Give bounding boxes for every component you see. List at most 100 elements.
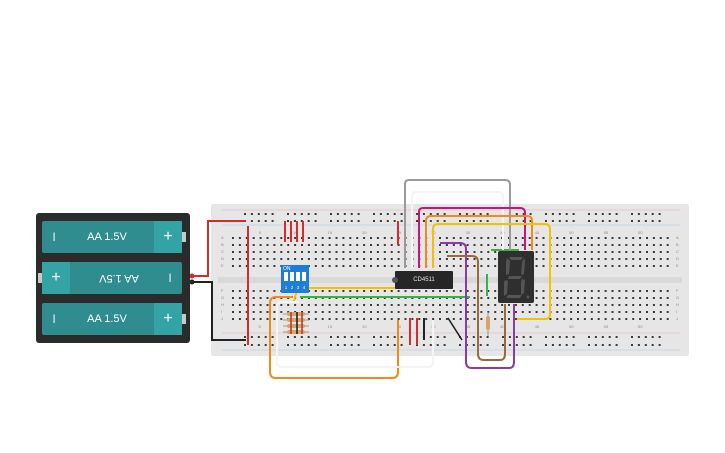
breadboard-hole[interactable]: [287, 336, 289, 338]
breadboard-hole[interactable]: [321, 304, 324, 306]
breadboard-hole[interactable]: [259, 237, 262, 239]
breadboard-hole[interactable]: [232, 311, 234, 313]
breadboard-hole[interactable]: [646, 244, 648, 246]
breadboard-hole[interactable]: [646, 258, 648, 260]
breadboard-hole[interactable]: [452, 258, 455, 260]
breadboard-hole[interactable]: [666, 251, 669, 253]
breadboard-hole[interactable]: [666, 311, 669, 313]
breadboard-hole[interactable]: [328, 304, 331, 306]
breadboard-hole[interactable]: [386, 220, 389, 222]
breadboard-hole[interactable]: [232, 318, 234, 320]
battery-cell[interactable]: I AA 1.5V +: [42, 303, 186, 335]
breadboard-hole[interactable]: [646, 304, 648, 306]
breadboard-hole[interactable]: [342, 318, 345, 320]
breadboard-hole[interactable]: [601, 336, 604, 338]
breadboard-hole[interactable]: [659, 265, 662, 267]
breadboard-hole[interactable]: [659, 304, 662, 306]
breadboard-hole[interactable]: [659, 311, 662, 313]
breadboard-hole[interactable]: [349, 258, 352, 260]
breadboard-hole[interactable]: [473, 237, 476, 239]
breadboard-hole[interactable]: [604, 251, 607, 253]
breadboard-hole[interactable]: [294, 251, 297, 253]
breadboard-hole[interactable]: [245, 258, 248, 260]
breadboard-hole[interactable]: [565, 336, 568, 338]
breadboard-hole[interactable]: [342, 244, 345, 246]
breadboard-hole[interactable]: [335, 311, 338, 313]
breadboard-hole[interactable]: [273, 311, 276, 313]
breadboard-hole[interactable]: [356, 251, 359, 253]
breadboard-hole[interactable]: [639, 237, 642, 239]
breadboard-hole[interactable]: [515, 213, 518, 215]
breadboard-hole[interactable]: [487, 251, 490, 253]
breadboard-hole[interactable]: [386, 336, 389, 338]
breadboard-hole[interactable]: [473, 290, 476, 292]
breadboard-hole[interactable]: [594, 220, 597, 222]
breadboard-hole[interactable]: [244, 336, 246, 338]
breadboard-hole[interactable]: [631, 220, 633, 222]
breadboard-hole[interactable]: [390, 304, 393, 306]
breadboard-hole[interactable]: [618, 237, 621, 239]
breadboard-hole[interactable]: [342, 237, 345, 239]
breadboard-hole[interactable]: [473, 304, 476, 306]
breadboard-hole[interactable]: [425, 311, 428, 313]
breadboard-hole[interactable]: [666, 297, 669, 299]
breadboard-hole[interactable]: [473, 258, 476, 260]
breadboard-hole[interactable]: [273, 290, 276, 292]
breadboard-hole[interactable]: [452, 251, 455, 253]
breadboard-hole[interactable]: [370, 265, 372, 267]
breadboard-hole[interactable]: [411, 304, 414, 306]
breadboard-hole[interactable]: [583, 318, 586, 320]
breadboard-hole[interactable]: [658, 213, 661, 215]
breadboard-hole[interactable]: [445, 244, 448, 246]
breadboard-hole[interactable]: [300, 344, 303, 346]
breadboard-hole[interactable]: [666, 290, 669, 292]
breadboard-hole[interactable]: [363, 258, 366, 260]
breadboard-hole[interactable]: [597, 265, 600, 267]
breadboard-hole[interactable]: [245, 297, 248, 299]
breadboard-hole[interactable]: [659, 244, 662, 246]
breadboard-hole[interactable]: [393, 344, 396, 346]
breadboard-hole[interactable]: [465, 213, 468, 215]
breadboard-hole[interactable]: [487, 265, 490, 267]
breadboard-hole[interactable]: [652, 297, 655, 299]
breadboard-hole[interactable]: [432, 290, 435, 292]
breadboard-hole[interactable]: [528, 304, 531, 306]
breadboard-hole[interactable]: [363, 290, 366, 292]
breadboard-hole[interactable]: [632, 290, 635, 292]
breadboard-hole[interactable]: [370, 244, 372, 246]
breadboard-hole[interactable]: [257, 220, 260, 222]
breadboard-hole[interactable]: [357, 336, 360, 338]
breadboard-hole[interactable]: [459, 311, 462, 313]
breadboard-hole[interactable]: [601, 344, 604, 346]
breadboard-hole[interactable]: [280, 304, 283, 306]
breadboard-hole[interactable]: [597, 304, 600, 306]
breadboard-hole[interactable]: [570, 258, 573, 260]
breadboard-hole[interactable]: [280, 318, 283, 320]
breadboard-hole[interactable]: [356, 237, 359, 239]
breadboard-hole[interactable]: [646, 297, 648, 299]
breadboard-hole[interactable]: [590, 258, 593, 260]
breadboard-hole[interactable]: [556, 251, 559, 253]
breadboard-hole[interactable]: [250, 220, 253, 222]
breadboard-hole[interactable]: [570, 290, 573, 292]
breadboard-hole[interactable]: [287, 258, 290, 260]
breadboard-hole[interactable]: [632, 251, 635, 253]
breadboard-hole[interactable]: [625, 304, 628, 306]
breadboard-hole[interactable]: [556, 290, 559, 292]
breadboard-hole[interactable]: [652, 244, 655, 246]
breadboard-hole[interactable]: [400, 213, 403, 215]
breadboard-hole[interactable]: [307, 336, 310, 338]
breadboard-hole[interactable]: [572, 220, 575, 222]
breadboard-hole[interactable]: [590, 304, 593, 306]
breadboard-hole[interactable]: [535, 297, 538, 299]
wire-white[interactable]: [276, 301, 434, 368]
breadboard-hole[interactable]: [563, 237, 566, 239]
breadboard-hole[interactable]: [257, 213, 260, 215]
breadboard-hole[interactable]: [287, 213, 289, 215]
breadboard-hole[interactable]: [300, 336, 303, 338]
breadboard-hole[interactable]: [565, 220, 568, 222]
breadboard-hole[interactable]: [379, 213, 382, 215]
breadboard-hole[interactable]: [631, 336, 633, 338]
breadboard-hole[interactable]: [350, 213, 353, 215]
breadboard-hole[interactable]: [393, 336, 396, 338]
